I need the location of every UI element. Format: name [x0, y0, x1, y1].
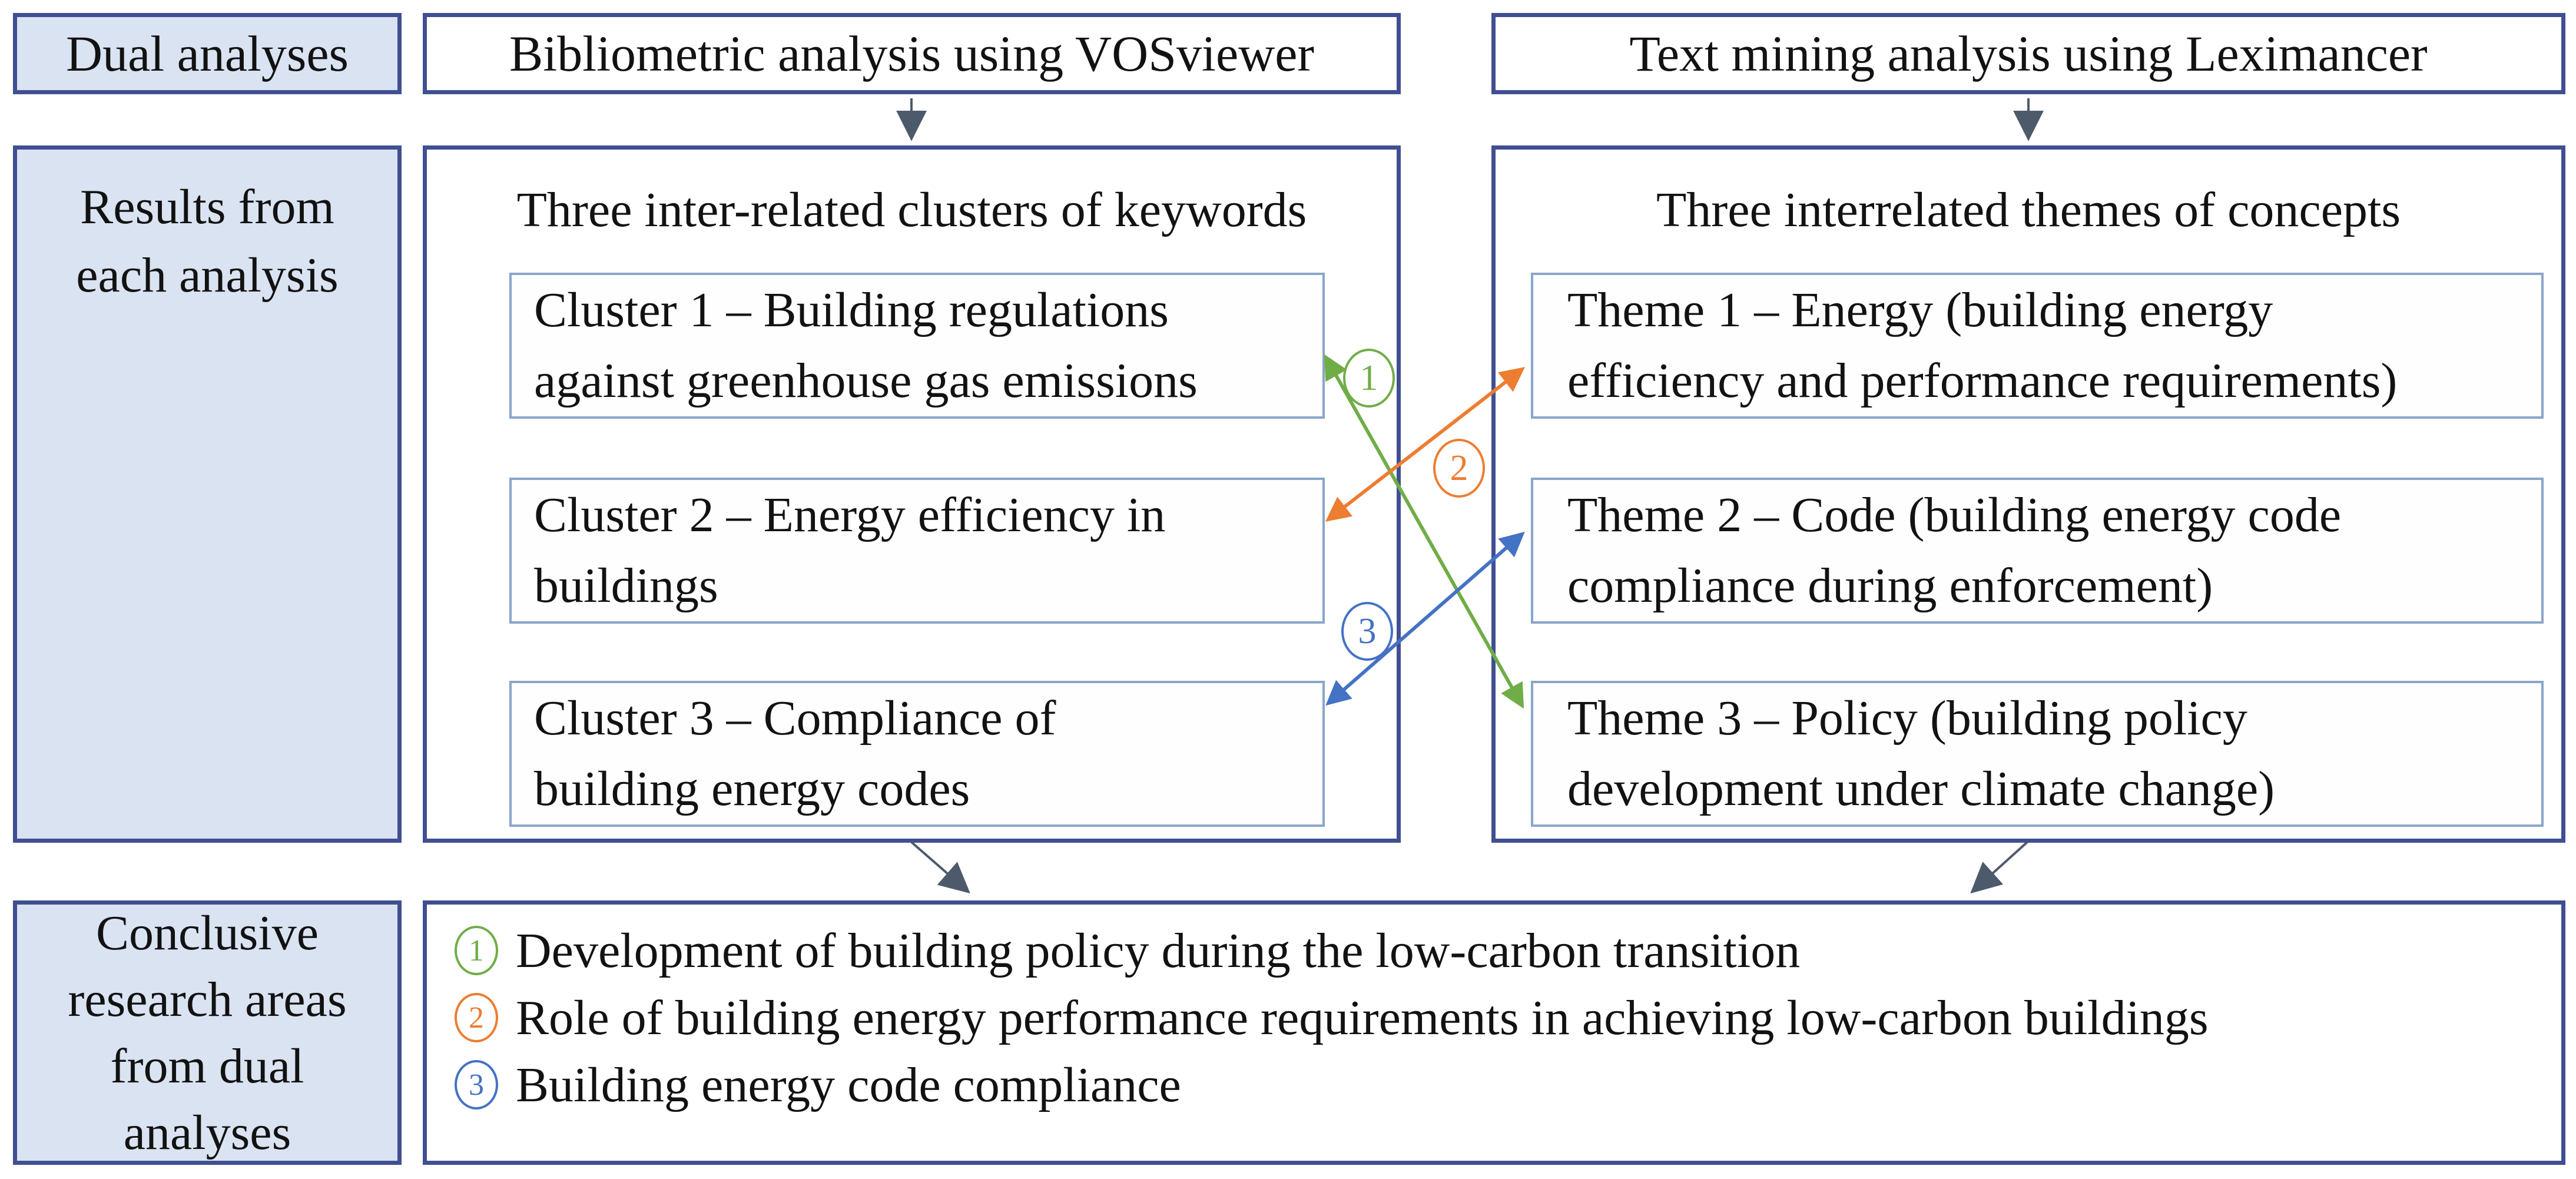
conclusion-badge-3-digit: 3	[469, 1068, 484, 1102]
theme-3-box: Theme 3 – Policy (building policy develo…	[1531, 681, 2544, 827]
conclusion-row-1: 1 Development of building policy during …	[455, 918, 1800, 983]
conclusion-2-text: Role of building energy performance requ…	[516, 990, 2209, 1045]
conclusive-label: Conclusive research areas from dual anal…	[68, 905, 347, 1160]
link-badge-2: 2	[1433, 439, 1485, 498]
conclusion-1-text: Development of building policy during th…	[516, 923, 1801, 978]
theme-3-text: Theme 3 – Policy (building policy develo…	[1567, 691, 2275, 816]
cluster-1-box: Cluster 1 – Building regulations against…	[509, 273, 1325, 419]
conclusions-box	[423, 900, 2565, 1165]
conclusion-3-text: Building energy code compliance	[516, 1057, 1181, 1112]
bibliometric-analysis-box: Bibliometric analysis using VOSviewer	[423, 13, 1401, 94]
bibliometric-analysis-label: Bibliometric analysis using VOSviewer	[509, 25, 1315, 82]
conclusion-badge-1-digit: 1	[469, 933, 484, 968]
theme-2-box: Theme 2 – Code (building energy code com…	[1531, 478, 2544, 624]
text-mining-analysis-label: Text mining analysis using Leximancer	[1629, 25, 2428, 82]
link-badge-3-digit: 3	[1358, 611, 1377, 651]
link-badge-2-digit: 2	[1450, 448, 1468, 488]
row-label-conclusive: Conclusive research areas from dual anal…	[13, 900, 402, 1165]
row-label-results: Results from each analysis	[13, 145, 402, 843]
row-label-dual-analyses: Dual analyses	[13, 13, 402, 94]
cluster-2-text: Cluster 2 – Energy efficiency in buildin…	[534, 488, 1166, 613]
link-badge-1: 1	[1343, 349, 1395, 408]
cluster-3-text: Cluster 3 – Compliance of building energ…	[534, 691, 1056, 816]
conclusion-badge-2-digit: 2	[469, 1001, 484, 1035]
theme-2-text: Theme 2 – Code (building energy code com…	[1567, 488, 2342, 613]
conclusion-row-3: 3 Building energy code compliance	[455, 1052, 1181, 1118]
theme-1-box: Theme 1 – Energy (building energy effici…	[1531, 273, 2544, 419]
conclusion-badge-2: 2	[455, 993, 498, 1042]
results-label: Results from each analysis	[76, 180, 339, 303]
text-mining-analysis-box: Text mining analysis using Leximancer	[1491, 13, 2565, 94]
cluster-3-box: Cluster 3 – Compliance of building energ…	[509, 681, 1325, 827]
dual-analyses-label: Dual analyses	[65, 25, 349, 82]
clusters-to-conclusions-arrow	[910, 841, 970, 894]
clusters-panel-title: Three inter-related clusters of keywords	[516, 183, 1307, 237]
cluster-2-box: Cluster 2 – Energy efficiency in buildin…	[509, 478, 1325, 624]
cluster-1-text: Cluster 1 – Building regulations against…	[534, 283, 1198, 408]
themes-to-conclusions-arrow	[1970, 841, 2028, 894]
theme-1-text: Theme 1 – Energy (building energy effici…	[1567, 283, 2398, 408]
link-badge-1-digit: 1	[1360, 357, 1378, 398]
link-badge-3: 3	[1341, 602, 1393, 661]
conclusion-badge-1: 1	[455, 926, 498, 975]
themes-panel-title: Three interrelated themes of concepts	[1656, 183, 2401, 237]
conclusion-badge-3: 3	[455, 1060, 498, 1110]
conclusion-row-2: 2 Role of building energy performance re…	[455, 985, 2209, 1051]
